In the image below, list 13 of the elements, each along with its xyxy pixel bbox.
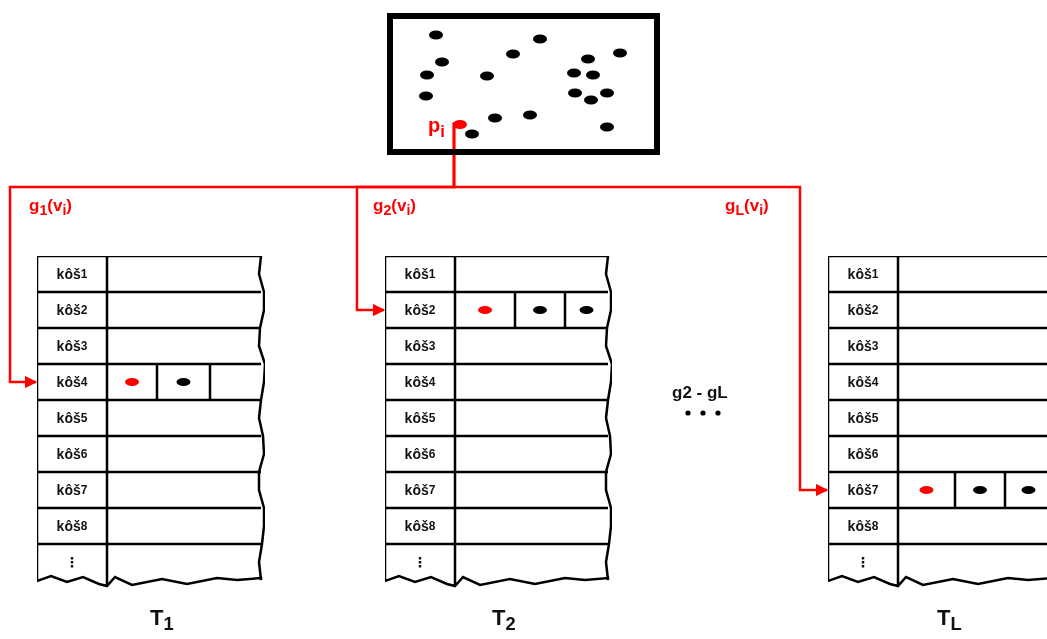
- dataset-frame: [387, 13, 660, 155]
- hash-table: [37, 256, 265, 588]
- bucket-label: ⋮: [828, 544, 898, 580]
- table-caption: T$_{2}$: [492, 604, 516, 637]
- table-caption: T$_{L}$: [937, 604, 962, 637]
- hash-table: [828, 256, 1047, 588]
- range-label: g2 - gL: [672, 383, 728, 403]
- bucket-label: ⋮: [385, 544, 455, 580]
- point-label: p$_{i}$: [428, 114, 445, 142]
- table-caption: T$_{1}$: [150, 604, 174, 637]
- hash-table: [385, 256, 612, 588]
- highlighted-point: [453, 119, 467, 129]
- bucket-label: ⋮: [37, 544, 107, 580]
